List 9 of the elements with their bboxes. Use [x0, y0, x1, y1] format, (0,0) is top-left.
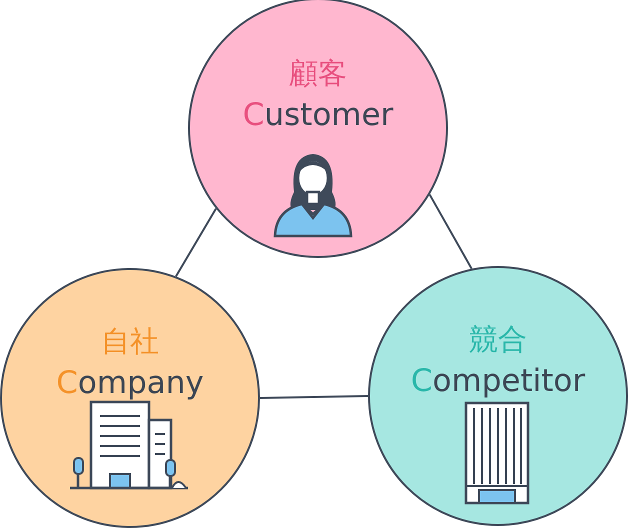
japanese-heading: 競合	[469, 322, 527, 356]
connector-line	[260, 395, 368, 399]
english-label: Company	[56, 365, 204, 401]
connector-line	[175, 208, 217, 277]
japanese-heading: 自社	[101, 324, 159, 358]
english-label: Customer	[242, 97, 394, 133]
japanese-heading: 顧客	[289, 56, 347, 90]
english-label: Competitor	[410, 363, 586, 399]
connector-line	[428, 194, 472, 270]
